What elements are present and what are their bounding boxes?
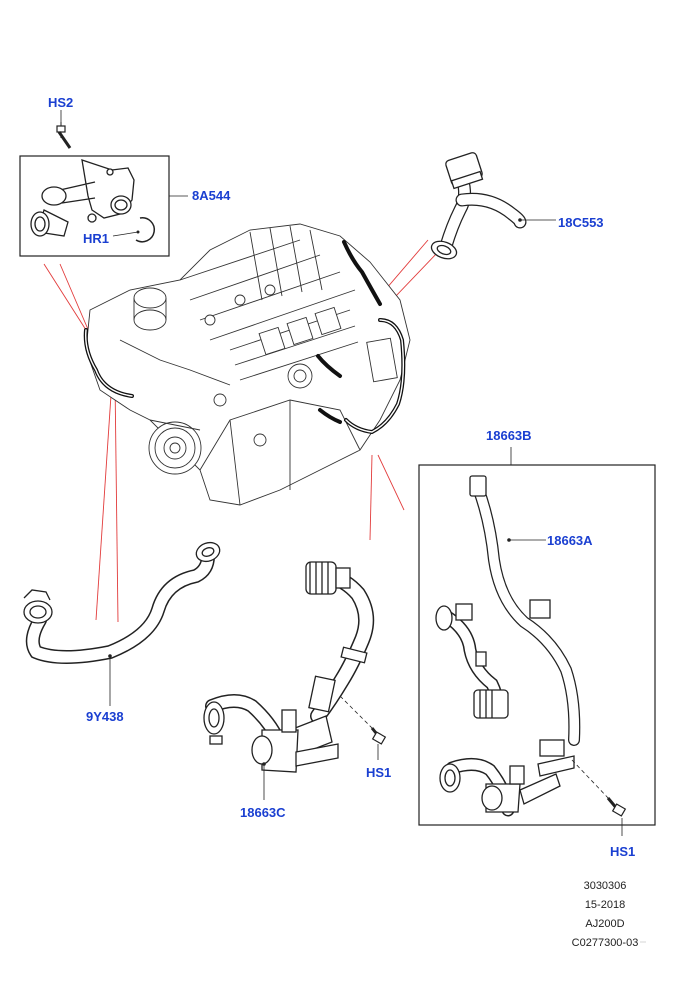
bolt-icon	[370, 727, 387, 745]
hose-18c553	[430, 152, 556, 260]
engine-block-drawing	[85, 223, 411, 506]
reference-line-3: AJ200D	[585, 918, 625, 930]
callout-hs2[interactable]: HS2	[48, 95, 74, 110]
callout-18663b[interactable]: 18663B	[486, 428, 532, 443]
bolt-icon	[606, 797, 627, 817]
inset-frame-18663b	[418, 464, 656, 826]
callout-8a544[interactable]: 8A544	[192, 188, 231, 203]
inset-18663b	[418, 447, 656, 836]
hose-clamp-icon	[335, 567, 351, 589]
hose-clamp-icon	[450, 170, 484, 190]
inset-8a544	[19, 122, 188, 257]
inset-frame-8a544	[19, 155, 170, 257]
reference-line-4: C0277300-03	[571, 937, 639, 949]
hose-clamp-icon	[475, 651, 487, 667]
o-ring-icon	[135, 217, 156, 243]
callout-hs1-right[interactable]: HS1	[610, 844, 636, 859]
callout-hs1-center[interactable]: HS1	[366, 765, 392, 780]
bolt-icon	[56, 122, 72, 149]
callout-9y438[interactable]: 9Y438	[86, 709, 124, 724]
callout-hr1[interactable]: HR1	[83, 231, 110, 246]
hose-9y438	[23, 541, 221, 706]
callout-18663c[interactable]: 18663C	[240, 805, 286, 820]
callout-18c553[interactable]: 18C553	[558, 215, 604, 230]
hose-18663c	[203, 561, 387, 800]
reference-line-1: 3030306	[583, 880, 627, 892]
callout-18663a[interactable]: 18663A	[547, 533, 593, 548]
reference-line-2: 15-2018	[584, 899, 626, 911]
coolant-housing-8a544	[30, 159, 135, 237]
